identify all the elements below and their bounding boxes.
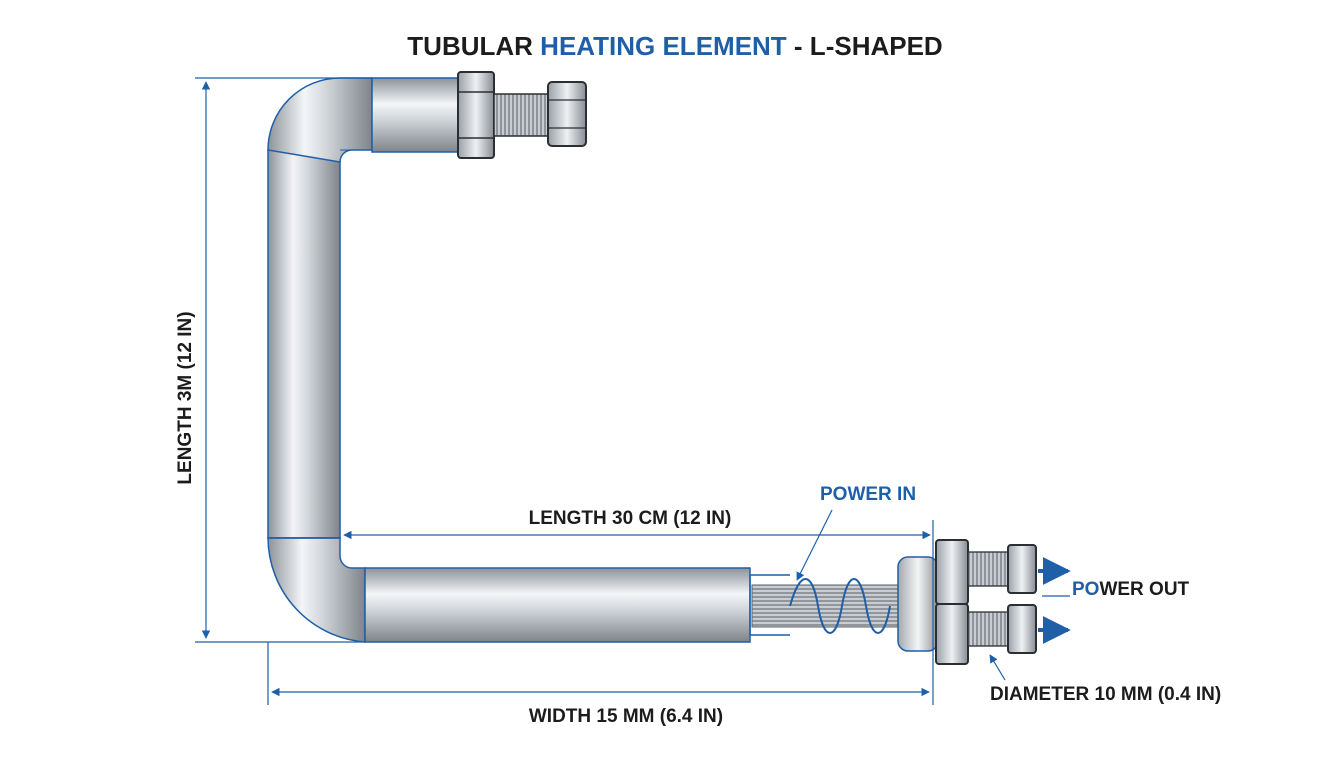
horizontal-length-label: LENGTH 30 CM (12 IN) [529, 508, 732, 529]
top-flange-nut [457, 71, 495, 159]
flange-nut-lower [935, 603, 969, 665]
diameter-label: DIAMETER 10 MM (0.4 IN) [990, 684, 1221, 705]
power-out-label: POWER OUT [1072, 579, 1190, 600]
dimension-lines [195, 77, 1070, 705]
page-title: TUBULAR HEATING ELEMENT - L-SHAPED [407, 31, 942, 61]
top-end-nut [547, 81, 587, 147]
title-part-2: HEATING ELEMENT [540, 31, 787, 61]
tubular-element [267, 77, 751, 643]
flange-nut-upper [935, 539, 969, 605]
terminal-stud-lower [967, 611, 1011, 647]
width-label: WIDTH 15 MM (6.4 IN) [529, 706, 723, 727]
vertical-length-label: LENGTH 3M (12 IN) [175, 311, 196, 484]
power-out-label-part-2: WER OUT [1099, 579, 1189, 600]
internal-threaded-rod [751, 584, 903, 628]
top-terminal-assembly [457, 71, 587, 159]
terminal-nut-lower [1007, 604, 1037, 654]
power-out-label-part-1: PO [1072, 579, 1099, 600]
terminal-nut-upper [1007, 544, 1037, 594]
power-in-label: POWER IN [820, 484, 916, 505]
heating-coil [789, 578, 891, 634]
title-part-1: TUBULAR [407, 31, 540, 61]
terminal-stud-upper [967, 551, 1011, 587]
title-part-3: - L-SHAPED [787, 31, 943, 61]
top-threaded-rod [493, 93, 551, 137]
mounting-flange [897, 556, 939, 652]
bottom-terminal-assembly [749, 539, 1071, 665]
